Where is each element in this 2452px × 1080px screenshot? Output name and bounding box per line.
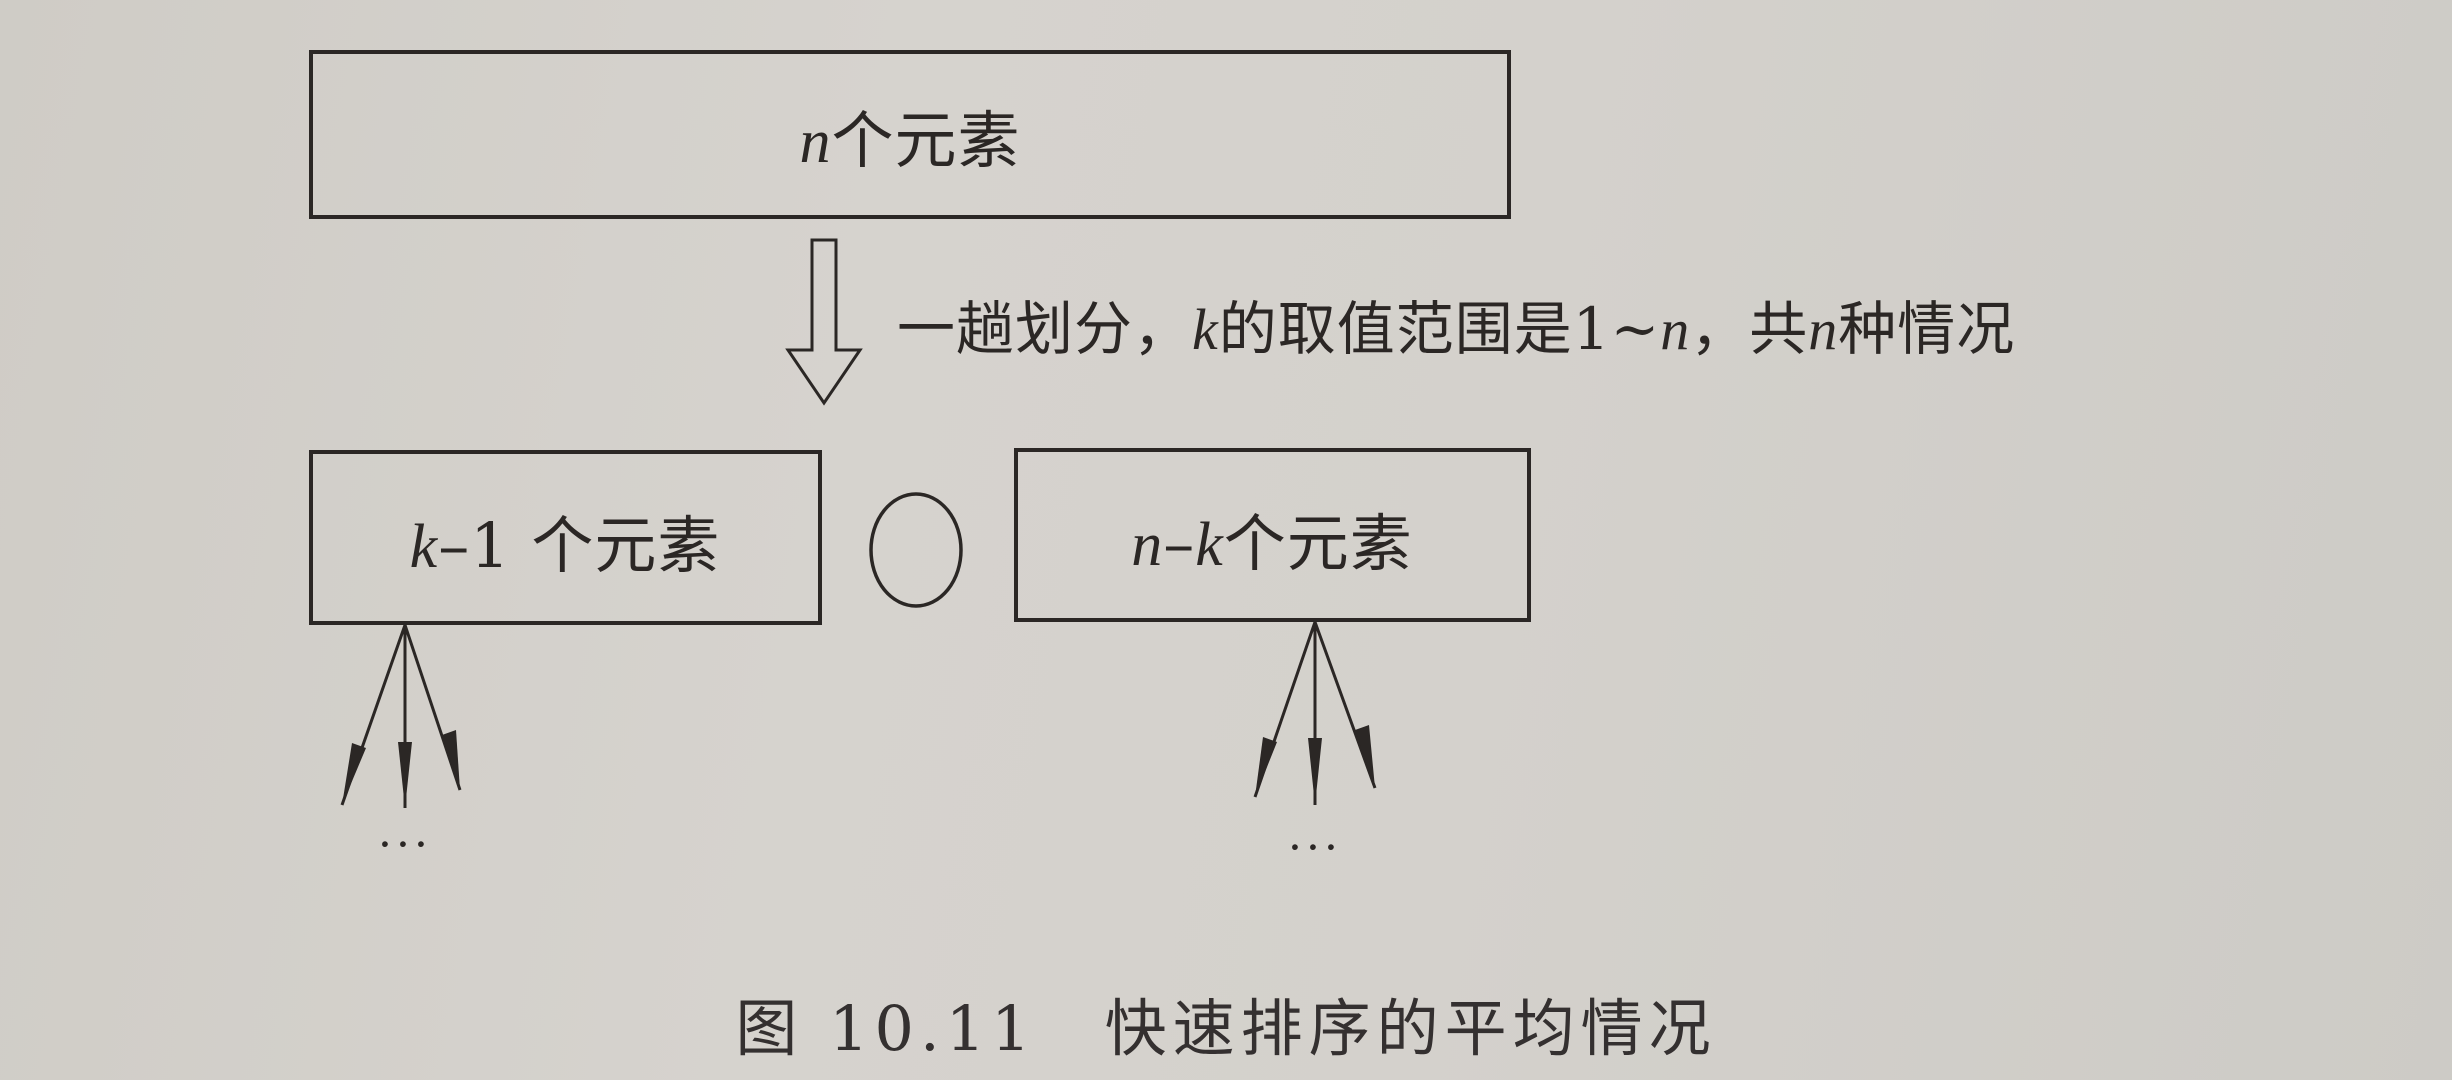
minus-sign: – xyxy=(1163,507,1196,580)
var-k: k xyxy=(1195,511,1224,579)
note-text-3: ，共 xyxy=(1690,295,1809,363)
right-fan-arrows xyxy=(1253,621,1377,805)
left-box-label: k–1 个元素 xyxy=(410,495,721,585)
var-k: k xyxy=(409,513,439,581)
right-ellipsis: ··· xyxy=(1288,822,1342,874)
figure-caption: 图 10.11 快速排序的平均情况 xyxy=(735,992,1717,1065)
left-count-text: –1 个元素 xyxy=(438,509,721,582)
var-n: n xyxy=(1808,297,1839,362)
left-ellipsis: ··· xyxy=(378,819,432,871)
note-text-2: 的取值范围是1~ xyxy=(1218,295,1661,363)
partition-note: 一趟划分，k的取值范围是1~n，共n种情况 xyxy=(897,282,2015,366)
left-fan-arrows xyxy=(340,624,462,808)
note-text-4: 种情况 xyxy=(1838,295,2016,363)
right-subarray-box xyxy=(1014,448,1531,622)
elements-text: 个元素 xyxy=(831,104,1021,177)
right-box-label: n–k个元素 xyxy=(1131,493,1413,583)
top-box-label: n个元素 xyxy=(799,90,1020,180)
var-n: n xyxy=(1660,297,1691,362)
pivot-circle xyxy=(869,492,963,608)
right-count-text: 个元素 xyxy=(1223,507,1413,580)
top-box xyxy=(309,50,1511,219)
var-k: k xyxy=(1192,297,1219,362)
var-n: n xyxy=(1131,511,1164,579)
left-subarray-box xyxy=(309,450,822,625)
note-text-1: 一趟划分， xyxy=(897,295,1193,363)
var-n: n xyxy=(799,108,832,176)
hollow-down-arrow-icon xyxy=(785,238,863,406)
